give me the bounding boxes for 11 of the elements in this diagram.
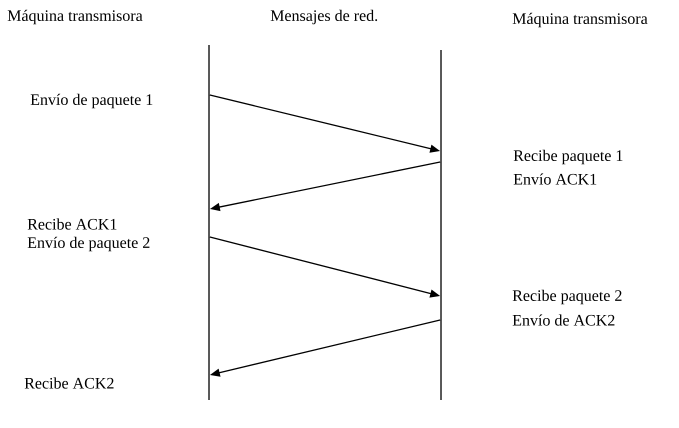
- event-text: Envío de paquete 2: [28, 236, 150, 252]
- event-text: Máquina transmisora: [512, 12, 648, 28]
- event-text: Envío ACK1: [514, 173, 596, 185]
- event-text: Envío de ACK2: [512, 314, 614, 326]
- event-text: Recibe paquete 1: [514, 150, 622, 164]
- event-text: Máquina transmisora: [8, 10, 143, 24]
- event-text: Recibe ACK2: [24, 377, 114, 389]
- event-text: Recibe paquete 2: [512, 290, 622, 304]
- event-text: Envío de paquete 1: [30, 94, 152, 108]
- event-text: Mensajes de red.: [270, 10, 378, 24]
- event-text: Recibe ACK1: [28, 218, 116, 230]
